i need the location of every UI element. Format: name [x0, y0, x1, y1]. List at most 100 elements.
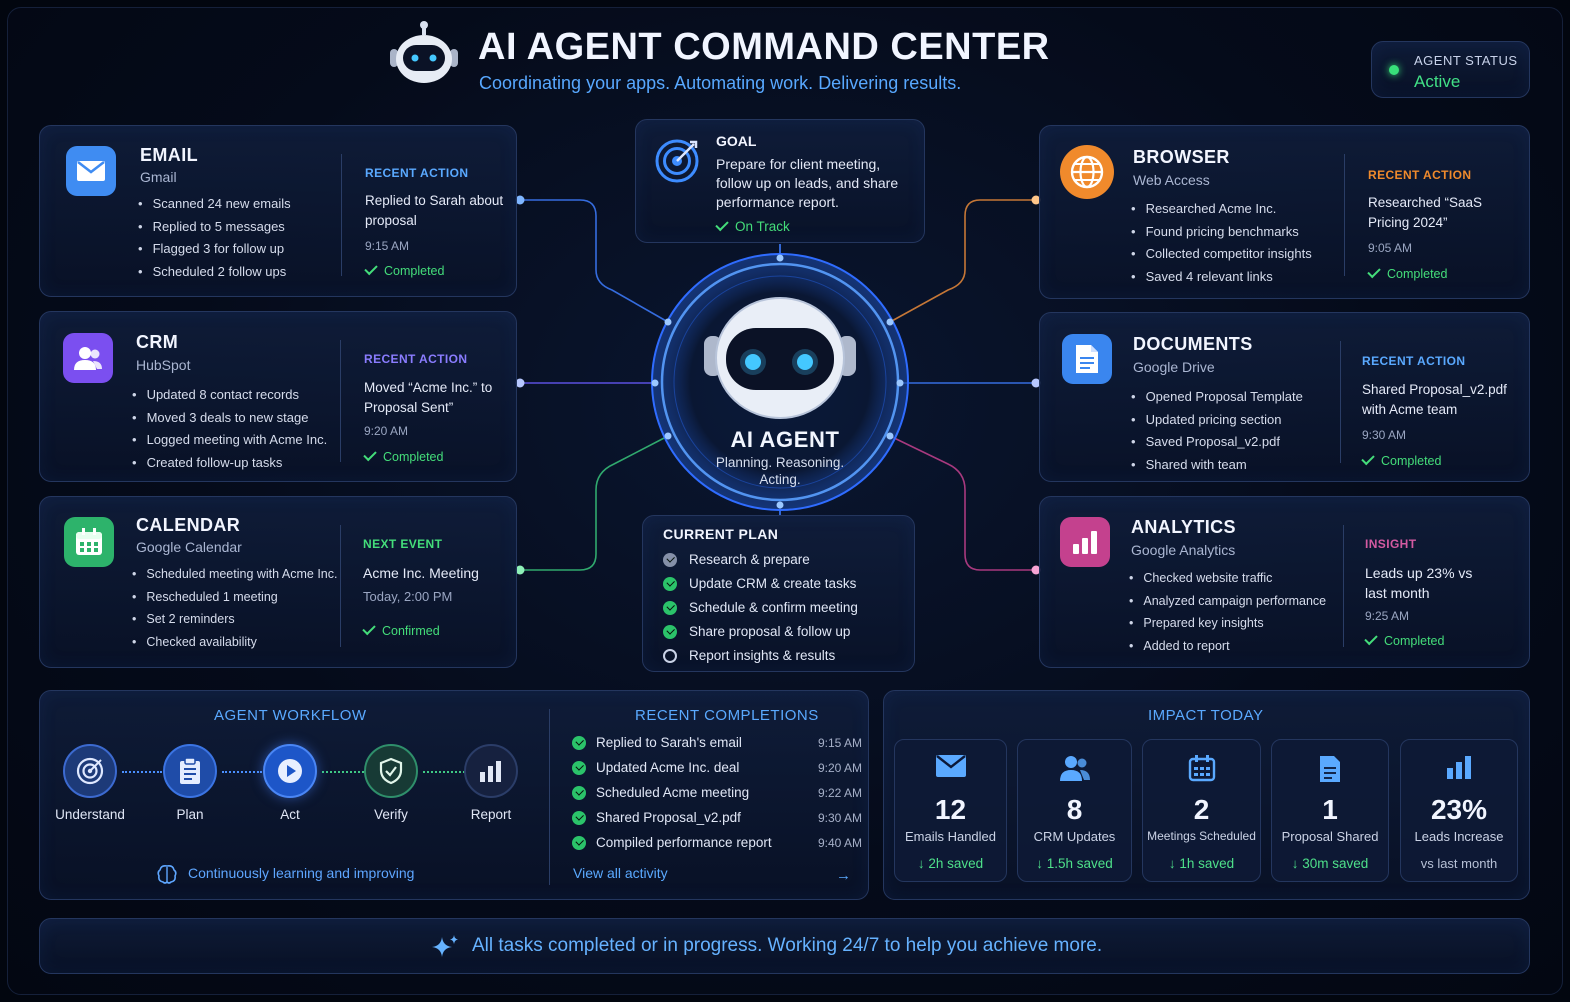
workflow-step-report[interactable] — [464, 744, 518, 798]
impact-panel: IMPACT TODAY 12 Emails Handled ↓ 2h save… — [883, 690, 1530, 900]
goal-status-text: On Track — [735, 219, 790, 234]
crm-action-time: 9:20 AM — [364, 424, 409, 438]
plan-item[interactable]: Update CRM & create tasks — [663, 572, 858, 596]
plan-item[interactable]: Report insights & results — [663, 644, 858, 668]
list-item: Saved 4 relevant links — [1131, 266, 1312, 289]
list-item: Found pricing benchmarks — [1131, 221, 1312, 244]
view-all-activity-link[interactable]: View all activity — [573, 865, 668, 881]
workflow-panel: AGENT WORKFLOW Understand Plan Act Verif… — [39, 690, 869, 900]
completions-title: RECENT COMPLETIONS — [635, 707, 819, 724]
check-icon — [364, 261, 378, 276]
brain-icon — [157, 865, 177, 884]
workflow-step-plan[interactable] — [163, 744, 217, 798]
users-icon — [1059, 756, 1090, 781]
analytics-card[interactable]: ANALYTICS Google Analytics Checked websi… — [1039, 496, 1530, 668]
impact-saved: vs last month — [1420, 856, 1498, 871]
footer-banner: All tasks completed or in progress. Work… — [39, 918, 1530, 974]
goal-text: Prepare for client meeting, follow up on… — [716, 156, 899, 210]
check-circle-icon — [663, 553, 677, 567]
impact-label: Emails Handled — [904, 829, 997, 844]
calendar-activity-list: Scheduled meeting with Acme Inc. Resched… — [132, 563, 337, 654]
check-icon — [715, 217, 729, 232]
analytics-insight-label: INSIGHT — [1365, 537, 1417, 551]
plan-item[interactable]: Schedule & confirm meeting — [663, 596, 858, 620]
users-icon — [63, 333, 113, 383]
plan-title: CURRENT PLAN — [663, 526, 779, 542]
list-item: Logged meeting with Acme Inc. — [132, 429, 328, 452]
browser-title: BROWSER — [1133, 147, 1230, 167]
analytics-provider: Google Analytics — [1131, 542, 1236, 558]
documents-provider: Google Drive — [1133, 359, 1215, 375]
crm-activity-list: Updated 8 contact records Moved 3 deals … — [132, 384, 328, 475]
recent-completions: RECENT COMPLETIONS Replied to Sarah's em… — [550, 691, 870, 901]
list-item: Updated 8 contact records — [132, 384, 327, 407]
check-icon — [1367, 264, 1381, 279]
line-analytics — [889, 435, 1036, 571]
line-browser — [889, 199, 1036, 323]
plan-item[interactable]: Research & prepare — [663, 548, 858, 572]
arrow-down-icon: ↓ — [917, 856, 929, 871]
calendar-event-status: Confirmed — [362, 621, 440, 638]
list-item: Added to report — [1129, 635, 1326, 658]
workflow-step-understand[interactable] — [63, 744, 117, 798]
browser-card[interactable]: BROWSER Web Access Researched Acme Inc. … — [1039, 125, 1530, 299]
calendar-event-time: Today, 2:00 PM — [363, 589, 453, 604]
check-circle-icon — [572, 735, 586, 750]
document-icon — [1062, 334, 1112, 384]
analytics-insight-time: 9:25 AM — [1365, 609, 1410, 623]
check-icon — [1364, 631, 1378, 646]
impact-value: 1 — [1322, 794, 1338, 825]
plan-list: Research & prepare Update CRM & create t… — [663, 548, 858, 668]
list-item: Opened Proposal Template — [1131, 386, 1303, 409]
list-item: Checked availability — [132, 631, 337, 654]
check-icon — [362, 621, 376, 636]
list-item: Scheduled meeting with Acme Inc. — [132, 563, 337, 586]
impact-value: 2 — [1193, 794, 1210, 825]
workflow-step-label: Plan — [176, 807, 204, 822]
calendar-card[interactable]: CALENDAR Google Calendar Scheduled meeti… — [39, 496, 517, 668]
play-icon — [278, 759, 302, 783]
workflow-note: Continuously learning and improving — [188, 865, 415, 881]
list-item: Flagged 3 for follow up — [138, 238, 291, 261]
workflow-step-verify[interactable] — [364, 744, 418, 798]
check-circle-icon — [572, 835, 586, 850]
email-title: EMAIL — [140, 145, 198, 165]
arrow-right-icon[interactable]: → — [836, 867, 851, 884]
plan-item[interactable]: Share proposal & follow up — [663, 620, 858, 644]
impact-card-emails: 12 Emails Handled ↓ 2h saved — [894, 739, 1007, 882]
crm-card[interactable]: CRM HubSpot Updated 8 contact records Mo… — [39, 311, 517, 482]
impact-card-meetings: 2 Meetings Scheduled ↓ 1h saved — [1142, 739, 1261, 882]
documents-action-text: Shared Proposal_v2.pdf with Acme team — [1362, 382, 1507, 417]
list-item: Moved 3 deals to new stage — [132, 407, 327, 430]
goal-card: GOAL Prepare for client meeting, follow … — [635, 119, 925, 243]
list-item: Collected competitor insights — [1131, 243, 1312, 266]
bar-chart-icon — [480, 761, 501, 782]
calendar-title: CALENDAR — [136, 515, 241, 535]
email-action-label: RECENT ACTION — [365, 166, 469, 180]
arrow-down-icon: ↓ — [1168, 856, 1180, 871]
globe-icon — [1060, 145, 1114, 199]
browser-provider: Web Access — [1133, 172, 1210, 188]
email-card[interactable]: EMAIL Gmail Scanned 24 new emails Replie… — [39, 125, 517, 297]
impact-label: Leads Increase — [1414, 829, 1504, 844]
line-calendar — [520, 435, 669, 571]
documents-action-label: RECENT ACTION — [1362, 354, 1466, 368]
arrow-down-icon: ↓ — [1291, 856, 1303, 871]
impact-title: IMPACT TODAY — [1148, 707, 1264, 724]
agent-robot-icon — [704, 297, 856, 419]
documents-card[interactable]: DOCUMENTS Google Drive Opened Proposal T… — [1039, 312, 1530, 482]
clipboard-icon — [180, 757, 200, 784]
target-icon — [76, 757, 104, 785]
browser-action-status: Completed — [1367, 264, 1447, 281]
robot-logo-icon — [390, 21, 458, 83]
email-action-text: Replied to Sarah about proposal — [365, 193, 504, 228]
calendar-event-label: NEXT EVENT — [363, 537, 443, 551]
current-plan-card: CURRENT PLAN Research & prepare Update C… — [642, 515, 915, 672]
documents-action-time: 9:30 AM — [1362, 428, 1407, 442]
workflow-step-act[interactable] — [263, 744, 317, 798]
workflow-step-label: Understand — [55, 807, 125, 822]
list-item: Researched Acme Inc. — [1131, 198, 1312, 221]
